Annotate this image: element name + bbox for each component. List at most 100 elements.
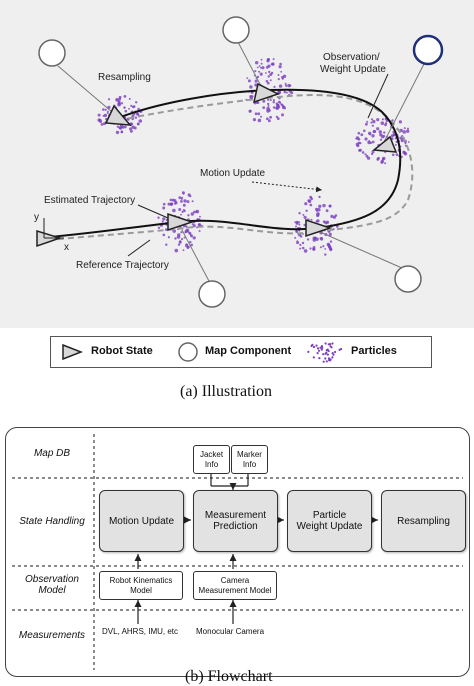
particle-dot — [364, 137, 368, 141]
particle-dot — [128, 107, 130, 110]
particle-dot — [406, 129, 410, 133]
particle-dot — [187, 193, 191, 197]
particle-dot — [284, 82, 287, 85]
particle-dot — [320, 345, 324, 348]
particle-dot — [318, 195, 321, 199]
particle-dot — [157, 226, 161, 229]
particle-dot — [368, 140, 371, 142]
robot-state — [104, 104, 132, 126]
particle-dot — [266, 109, 270, 113]
particle-dot — [161, 220, 164, 223]
particle-dot — [256, 75, 260, 79]
particle-dot — [249, 85, 253, 89]
particle-dot — [267, 81, 270, 85]
particle-dot — [332, 228, 335, 231]
particle-dot — [192, 236, 196, 240]
particle-dot — [254, 112, 258, 116]
particle-dot — [324, 352, 327, 355]
particle-dot — [316, 352, 319, 355]
robot-state — [372, 135, 398, 153]
particle-dot — [279, 101, 282, 104]
particle-dot — [295, 230, 298, 233]
particle-dot — [118, 95, 122, 99]
particle-dot — [321, 346, 324, 349]
measurement-imu: DVL, AHRS, IMU, etc — [102, 627, 179, 636]
particle-dot — [301, 246, 305, 250]
particle-dot — [134, 116, 138, 119]
particle-dot — [259, 66, 262, 69]
particle-dot — [121, 126, 124, 129]
particle-dot — [181, 196, 184, 199]
particle-dot — [377, 156, 380, 160]
axis-y-label: y — [34, 212, 39, 223]
particle-dot — [199, 215, 201, 218]
particle-dot — [266, 117, 269, 120]
particle-dot — [267, 98, 270, 101]
particle-dot — [165, 243, 168, 246]
particle-dot — [129, 129, 133, 133]
particle-dot — [310, 218, 313, 221]
particle-dot — [402, 130, 407, 134]
particle-dot — [306, 238, 310, 241]
particle-dot — [262, 99, 266, 103]
particle-dot — [190, 243, 193, 247]
particle-dot — [259, 72, 263, 76]
particle-dot — [329, 248, 333, 252]
resampling-box: Resampling — [381, 490, 466, 552]
particle-dot — [296, 240, 299, 243]
particle-dot — [195, 209, 200, 214]
observation-line — [237, 41, 263, 89]
particle-dot — [271, 62, 275, 66]
particle-dot — [254, 79, 258, 83]
resampling-label: Resampling — [397, 515, 450, 527]
robot-kinematics-model-box: Robot Kinematics Model — [99, 571, 183, 600]
particle-dot — [137, 107, 140, 111]
particle-dot — [162, 206, 166, 210]
flowchart-lines — [12, 434, 463, 670]
robot-kinematics-model-label: Robot Kinematics Model — [109, 576, 173, 595]
particle-dot — [269, 115, 272, 119]
particle-dot — [312, 345, 316, 349]
particle-dot — [324, 248, 327, 250]
particle-dot — [331, 352, 334, 355]
estimated-trajectory-label: Estimated Trajectory — [44, 195, 135, 206]
particle-dot — [138, 119, 143, 123]
particle-dot — [392, 131, 395, 133]
particle-dot — [328, 359, 331, 362]
camera-measurement-model-label: Camera Measurement Model — [198, 576, 272, 595]
particle-dot — [376, 127, 380, 131]
particle-dot — [120, 130, 124, 134]
flowchart-frame: Map DB State Handling Observation Model … — [5, 427, 470, 677]
particle-dot — [115, 130, 120, 135]
particle-dot — [188, 231, 192, 235]
particle-dot — [183, 199, 187, 203]
particle-dot — [324, 342, 327, 345]
particle-dot — [316, 347, 320, 350]
caption-illustration: (a) Illustration — [180, 383, 272, 400]
particle-dot — [395, 153, 399, 157]
particle-dot — [364, 153, 367, 156]
particle-dot — [384, 162, 387, 165]
particle-dot — [381, 118, 384, 121]
particle-dot — [187, 214, 190, 217]
particle-dot — [181, 210, 184, 213]
particle-dot — [398, 120, 402, 124]
particle-dot — [198, 230, 201, 232]
particle-dot — [363, 129, 366, 133]
illustration-svg: y x Resampling Observation/ Weight Updat… — [34, 16, 444, 308]
reference-leader — [127, 239, 151, 257]
particle-dot — [357, 131, 361, 135]
reference-trajectory-line — [37, 94, 414, 242]
particle-dot — [322, 360, 325, 363]
observation-line — [319, 231, 403, 269]
lane-state-handling: State Handling — [19, 516, 85, 527]
particle-dot — [257, 112, 261, 116]
particle-dot — [314, 236, 317, 240]
particle-dot — [267, 75, 270, 78]
particle-dot — [169, 198, 173, 202]
particle-dot — [322, 203, 326, 208]
particle-dot — [276, 117, 280, 120]
particle-dot — [258, 70, 261, 73]
particle-dot — [278, 84, 283, 88]
particle-dot — [356, 144, 360, 148]
